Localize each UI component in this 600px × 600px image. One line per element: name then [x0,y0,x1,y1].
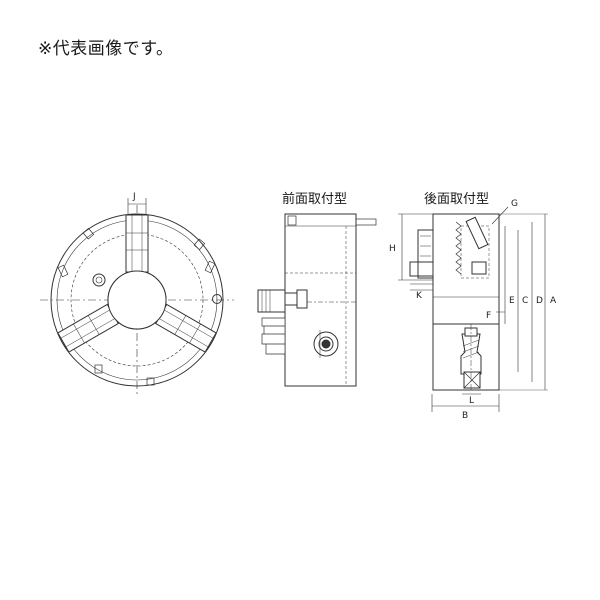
key-hole-right [212,294,222,304]
rear-mount-title: 後面取付型 [424,192,490,207]
rim-markers [57,227,216,386]
dim-label-a: A [550,296,557,306]
dim-label-c: C [522,296,528,306]
front-mount-title: 前面取付型 [282,192,348,207]
dim-label-h: H [389,244,396,254]
key-hole-left [92,273,106,287]
jaw-left [57,303,119,353]
rear-pinion [465,216,489,250]
representative-image-note: ※代表画像です。 [38,39,174,59]
rear-jaw [409,229,434,279]
front-body [284,213,357,387]
dim-label-b: B [462,411,468,421]
dim-label-f: F [486,311,491,321]
front-mount-side-view [257,213,377,387]
front-key-socket [313,331,339,357]
chuck-face-view [40,198,234,395]
dim-label-j: J [132,192,136,202]
dim-label-g: G [511,199,518,209]
dim-label-e: E [509,296,515,306]
front-top-pin [355,218,377,226]
jaw-top [125,214,149,273]
dim-label-d: D [536,296,543,306]
rear-mount-side-view [398,206,548,412]
dim-label-k: K [416,291,423,301]
jaw-right [155,303,217,353]
dim-label-l: L [469,396,474,406]
